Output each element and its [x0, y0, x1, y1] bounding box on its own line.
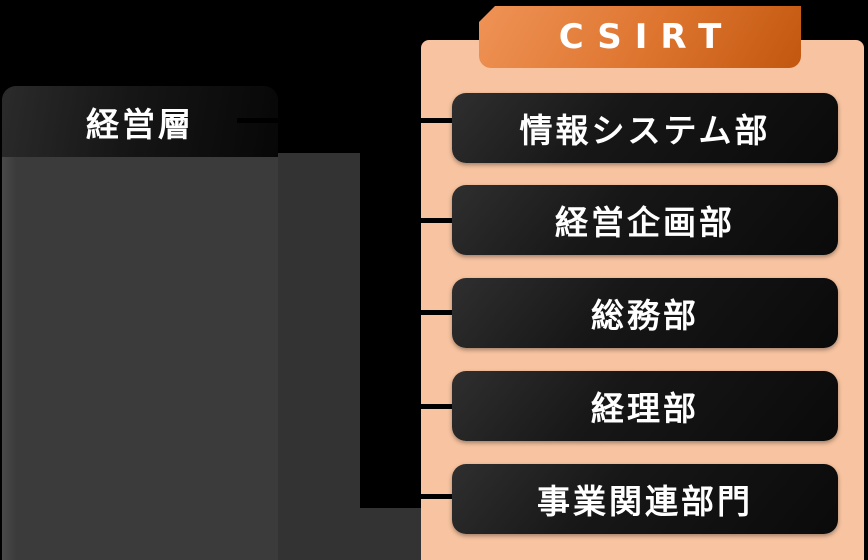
- csirt-label: CSIRT: [558, 17, 735, 57]
- csirt-banner: CSIRT: [479, 6, 801, 68]
- connector-management-to-dept-1: [237, 118, 452, 123]
- dept-box-information-systems: 情報システム部: [452, 93, 838, 163]
- management-panel-foot-connector: [360, 508, 422, 560]
- connector-dept-4: [390, 404, 452, 409]
- dept-label: 経理部: [591, 389, 699, 428]
- dept-label: 総務部: [591, 296, 699, 335]
- connector-dept-2: [390, 218, 452, 223]
- dept-label: 情報システム部: [519, 111, 771, 150]
- dept-box-business-related: 事業関連部門: [452, 464, 838, 534]
- dept-box-accounting: 経理部: [452, 371, 838, 441]
- dept-box-general-affairs: 総務部: [452, 278, 838, 348]
- management-panel-body: [2, 157, 278, 560]
- management-header-box: 経営層: [2, 86, 278, 157]
- connector-dept-5: [390, 494, 452, 499]
- management-panel-column: [278, 153, 360, 560]
- dept-label: 事業関連部門: [537, 482, 753, 521]
- management-label: 経営層: [86, 104, 194, 144]
- dept-label: 経営企画部: [555, 203, 735, 242]
- connector-dept-3: [390, 310, 452, 315]
- connector-spine: [392, 118, 397, 499]
- dept-box-corporate-planning: 経営企画部: [452, 185, 838, 255]
